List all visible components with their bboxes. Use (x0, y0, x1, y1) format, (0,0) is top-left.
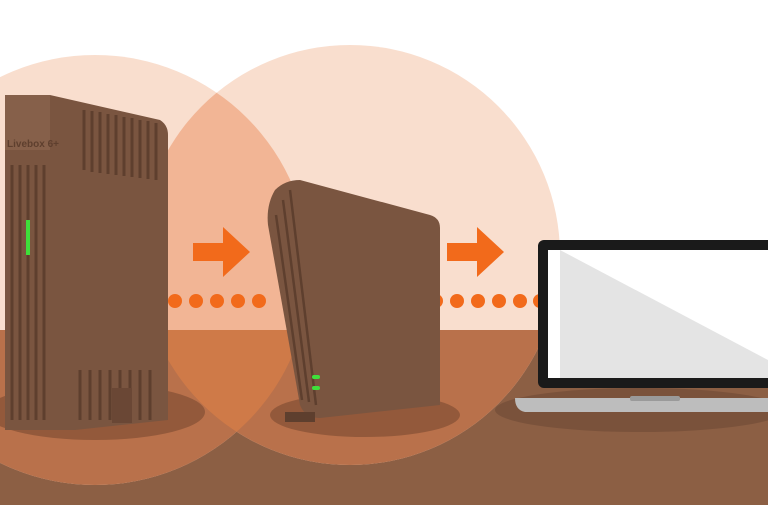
status-led (312, 386, 320, 390)
signal-dots (168, 294, 547, 308)
arrow-right-icon (193, 227, 250, 277)
wifi-extender (267, 180, 440, 422)
router-label: Livebox 6+ (7, 139, 59, 150)
status-led (312, 375, 320, 379)
livebox-router: Livebox 6+ (5, 95, 168, 430)
laptop (515, 240, 768, 412)
status-led (26, 220, 30, 255)
arrow-right-icon (447, 227, 504, 277)
